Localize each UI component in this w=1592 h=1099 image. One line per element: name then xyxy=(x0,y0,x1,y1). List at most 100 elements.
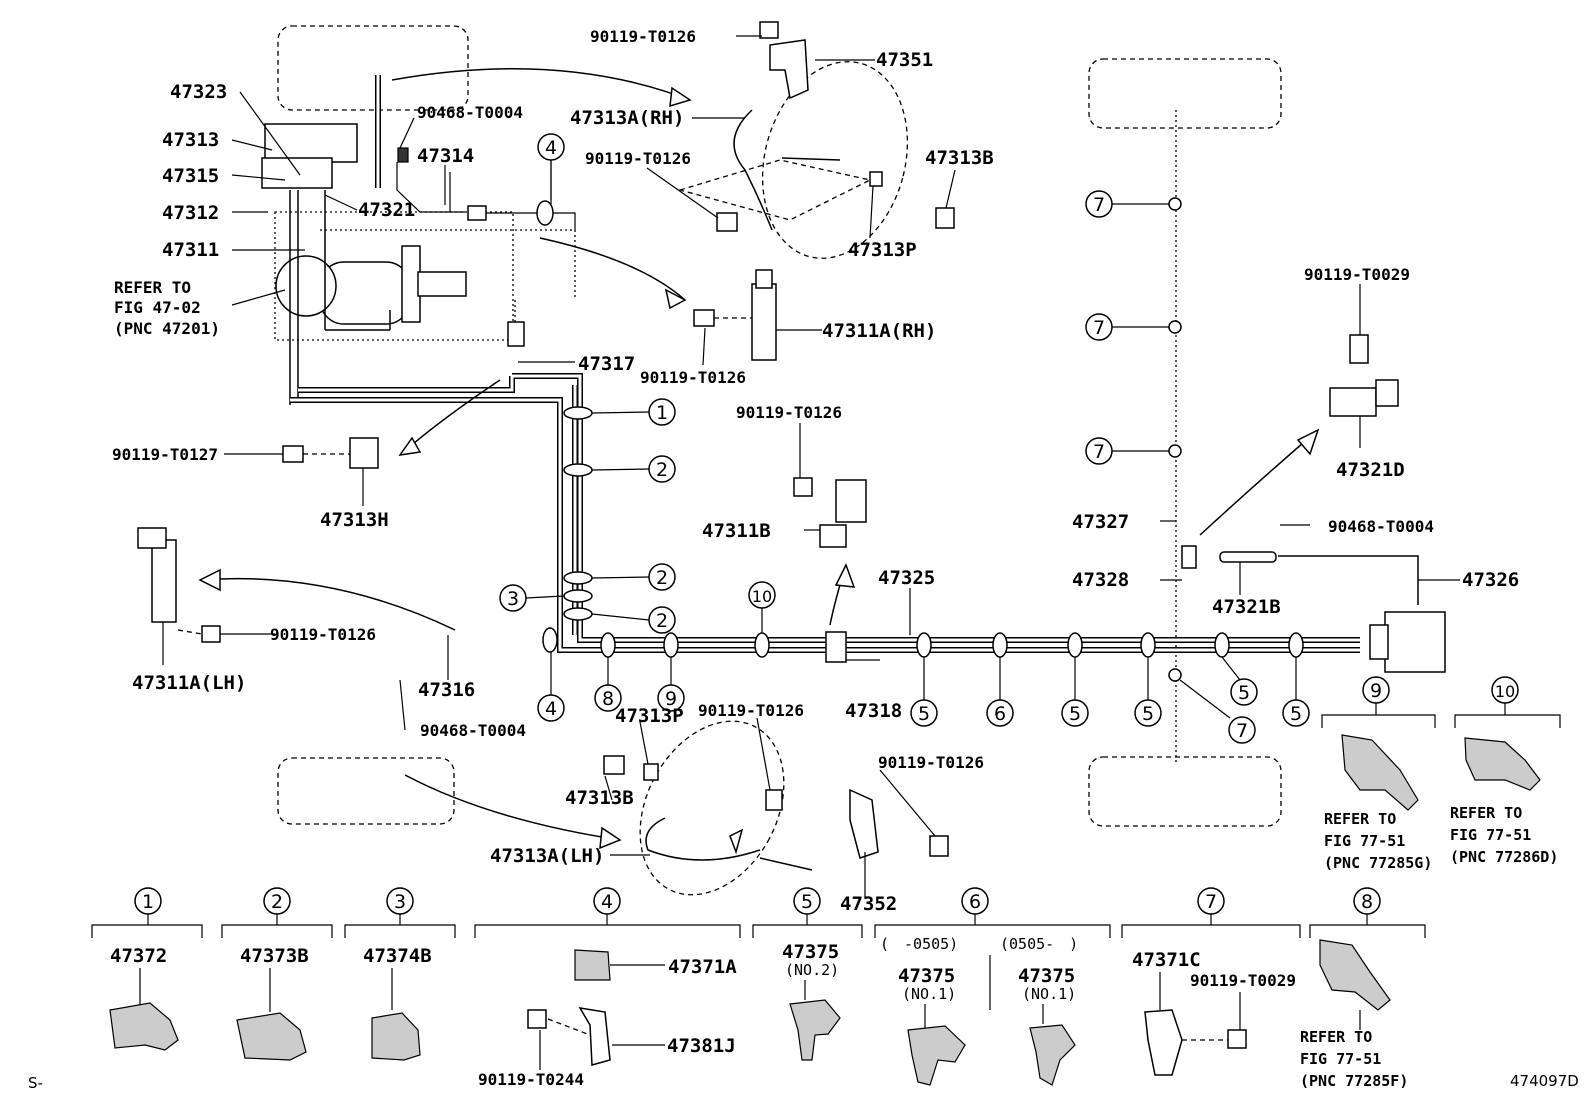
hose-47321b xyxy=(1219,551,1277,563)
svg-text:47321B: 47321B xyxy=(1212,596,1281,618)
svg-text:3: 3 xyxy=(507,588,519,610)
svg-text:9: 9 xyxy=(1370,680,1382,702)
clip-47371a xyxy=(574,949,665,981)
diagram-id: 474097D xyxy=(1510,1072,1579,1090)
svg-text:2: 2 xyxy=(656,567,668,589)
rear-valve xyxy=(1384,611,1446,673)
clamp-7-c xyxy=(1168,444,1182,458)
svg-text:47313A(LH): 47313A(LH) xyxy=(490,845,604,867)
svg-text:1: 1 xyxy=(656,402,668,424)
svg-text:5: 5 xyxy=(918,703,930,725)
svg-text:47318: 47318 xyxy=(845,700,902,722)
clip-47371c xyxy=(1144,972,1247,1076)
svg-text:10: 10 xyxy=(752,587,772,606)
svg-text:47373B: 47373B xyxy=(240,945,309,967)
svg-text:5: 5 xyxy=(1142,703,1154,725)
svg-text:47321: 47321 xyxy=(358,199,415,221)
legend-row: 1 2 3 4 5 6 7 8 47372 47373B 47374B 4737… xyxy=(91,887,1426,1090)
svg-text:47312: 47312 xyxy=(162,202,219,224)
svg-text:90119-T0126: 90119-T0126 xyxy=(270,625,376,644)
svg-text:90468-T0004: 90468-T0004 xyxy=(420,721,526,740)
svg-text:FIG 77-51: FIG 77-51 xyxy=(1324,832,1405,850)
clamp-47373b xyxy=(236,968,307,1061)
clamp-7-d xyxy=(1168,668,1182,682)
svg-text:47371C: 47371C xyxy=(1132,949,1201,971)
svg-text:47311A(LH): 47311A(LH) xyxy=(132,672,246,694)
svg-text:9: 9 xyxy=(665,688,677,710)
svg-text:(0505- ): (0505- ) xyxy=(1000,935,1078,953)
svg-text:7: 7 xyxy=(1093,317,1105,339)
svg-text:REFER TO: REFER TO xyxy=(1450,804,1522,822)
bracket-47311b xyxy=(793,477,867,548)
svg-text:47352: 47352 xyxy=(840,893,897,915)
svg-text:5: 5 xyxy=(1290,703,1302,725)
svg-text:4: 4 xyxy=(601,891,613,913)
svg-text:(PNC 77285G): (PNC 77285G) xyxy=(1324,854,1432,872)
svg-text:6: 6 xyxy=(994,703,1006,725)
svg-text:90119-T0126: 90119-T0126 xyxy=(590,27,696,46)
body-outline-bottom-right xyxy=(1088,756,1282,827)
svg-text:FIG 47-02: FIG 47-02 xyxy=(114,298,201,317)
svg-text:7: 7 xyxy=(1205,891,1217,913)
svg-text:1: 1 xyxy=(142,891,154,913)
clamp-47375-no1-a xyxy=(907,1004,966,1086)
svg-text:2: 2 xyxy=(271,891,283,913)
svg-text:47315: 47315 xyxy=(162,165,219,187)
svg-text:(PNC 77285F): (PNC 77285F) xyxy=(1300,1072,1408,1090)
svg-text:47314: 47314 xyxy=(417,145,474,167)
svg-text:47313A(RH): 47313A(RH) xyxy=(570,107,684,129)
svg-text:REFER TO: REFER TO xyxy=(114,278,191,297)
svg-text:REFER TO: REFER TO xyxy=(1324,810,1396,828)
svg-text:(PNC 47201): (PNC 47201) xyxy=(114,319,220,338)
valve-47311a-rh xyxy=(693,269,777,361)
svg-text:47311A(RH): 47311A(RH) xyxy=(822,320,936,342)
tee-47328 xyxy=(1181,545,1197,569)
svg-text:8: 8 xyxy=(602,688,614,710)
svg-text:47327: 47327 xyxy=(1072,511,1129,533)
svg-text:6: 6 xyxy=(969,891,981,913)
clamp-47374b xyxy=(371,968,421,1061)
svg-text:7: 7 xyxy=(1236,720,1248,742)
fitting-47321d xyxy=(1329,334,1399,417)
clamp-47372 xyxy=(109,968,179,1051)
svg-text:47311B: 47311B xyxy=(702,520,771,542)
svg-text:47313B: 47313B xyxy=(565,787,634,809)
svg-text:4: 4 xyxy=(545,137,557,159)
hose-assembly-lh xyxy=(603,720,949,896)
svg-text:(NO.1): (NO.1) xyxy=(1022,985,1076,1003)
hose-assembly-rh xyxy=(677,21,955,259)
svg-text:47371A: 47371A xyxy=(668,956,737,978)
svg-text:7: 7 xyxy=(1093,194,1105,216)
bracket-47381j xyxy=(527,1007,665,1070)
clip-detail-9 xyxy=(1341,734,1419,811)
svg-text:47381J: 47381J xyxy=(667,1035,736,1057)
svg-text:47351: 47351 xyxy=(876,49,933,71)
svg-text:90119-T0126: 90119-T0126 xyxy=(698,701,804,720)
clip-detail-8 xyxy=(1319,939,1391,1030)
svg-text:47375: 47375 xyxy=(1018,965,1075,987)
valve-47311a-lh xyxy=(137,527,221,643)
master-cylinder xyxy=(261,123,514,405)
svg-text:5: 5 xyxy=(1238,682,1250,704)
svg-text:(NO.1): (NO.1) xyxy=(902,985,956,1003)
svg-text:47313P: 47313P xyxy=(615,705,684,727)
svg-text:3: 3 xyxy=(394,891,406,913)
svg-text:47323: 47323 xyxy=(170,81,227,103)
svg-text:90119-T0127: 90119-T0127 xyxy=(112,445,218,464)
svg-text:90468-T0004: 90468-T0004 xyxy=(1328,517,1434,536)
svg-text:REFER TO: REFER TO xyxy=(1300,1028,1372,1046)
footer-left: S- xyxy=(28,1074,43,1092)
svg-text:90119-T0126: 90119-T0126 xyxy=(640,368,746,387)
svg-text:90119-T0244: 90119-T0244 xyxy=(478,1070,584,1089)
svg-text:FIG 77-51: FIG 77-51 xyxy=(1300,1050,1381,1068)
svg-text:2: 2 xyxy=(656,610,668,632)
callout-leaders xyxy=(525,160,1297,719)
svg-text:47313B: 47313B xyxy=(925,147,994,169)
svg-text:8: 8 xyxy=(1361,891,1373,913)
svg-text:10: 10 xyxy=(1495,682,1515,701)
svg-text:47311: 47311 xyxy=(162,239,219,261)
body-outline-bottom-left xyxy=(277,757,455,825)
svg-text:90119-T0126: 90119-T0126 xyxy=(736,403,842,422)
svg-text:47313H: 47313H xyxy=(320,509,389,531)
